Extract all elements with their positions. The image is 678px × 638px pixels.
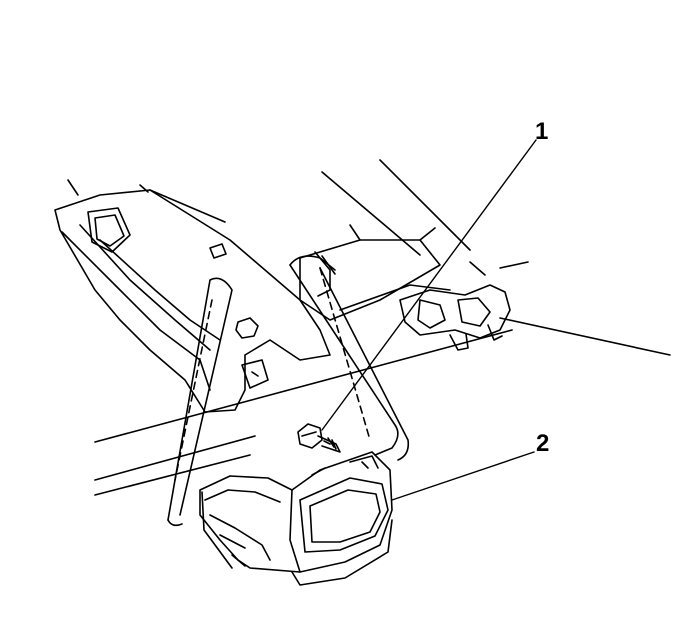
leader-line-2 xyxy=(391,451,535,501)
vehicle-frame-structure xyxy=(54,159,671,496)
air-duct-housing xyxy=(199,451,393,586)
leader-line-1 xyxy=(321,139,537,431)
installation-guide-lines xyxy=(167,255,410,527)
fastener-bolt xyxy=(297,423,341,453)
callout-label-1: 1 xyxy=(535,118,549,145)
alignment-line-2 xyxy=(319,267,371,441)
callout-label-2: 2 xyxy=(536,430,550,457)
alignment-line xyxy=(174,299,213,481)
